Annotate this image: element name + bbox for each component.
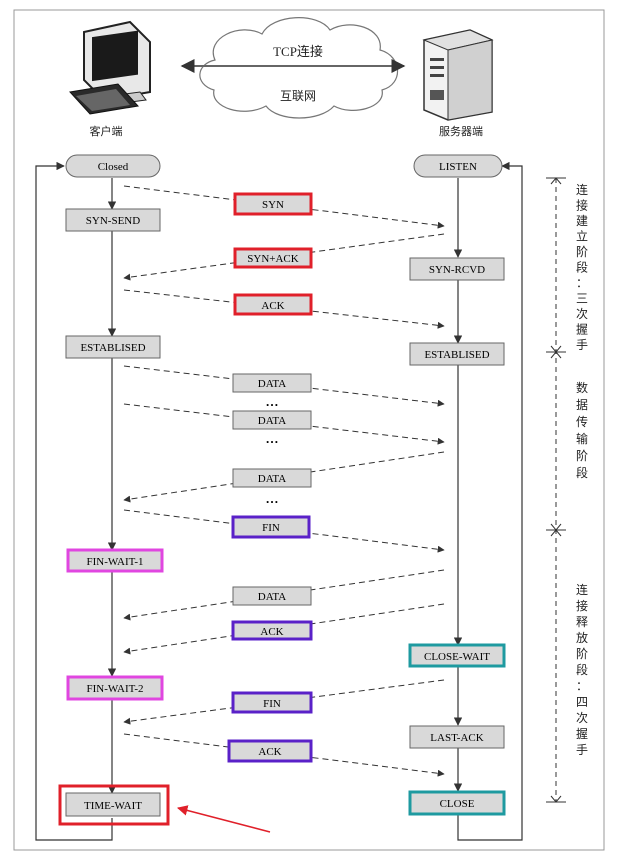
computer-icon — [69, 20, 151, 115]
msg-data-1: DATA — [232, 373, 312, 393]
connect-phase-char: 手 — [576, 338, 588, 352]
release-phase-char: 次 — [576, 711, 588, 725]
svg-text:CLOSE: CLOSE — [440, 798, 475, 810]
svg-text:FIN: FIN — [262, 522, 280, 534]
state-server-listen: LISTEN — [413, 154, 503, 178]
release-phase-char: 释 — [576, 615, 588, 629]
connect-phase-char: 接 — [576, 198, 588, 213]
connect-phase-char: ： — [576, 276, 588, 290]
server-icon — [422, 29, 494, 121]
cloud-top-label: TCP连接 — [273, 44, 323, 59]
cloud-bottom-label: 互联网 — [280, 89, 316, 103]
svg-text:ACK: ACK — [258, 746, 281, 758]
connect-phase-char: 握 — [576, 322, 588, 337]
state-client-fin-wait-1: FIN-WAIT-1 — [66, 548, 164, 573]
svg-text:LISTEN: LISTEN — [439, 161, 477, 173]
svg-text:FIN-WAIT-2: FIN-WAIT-2 — [86, 683, 143, 695]
release-phase-char: 握 — [576, 726, 588, 741]
state-server-syn-rcvd: SYN-RCVD — [409, 257, 505, 281]
state-server-last-ack: LAST-ACK — [409, 725, 505, 749]
svg-text:SYN-RCVD: SYN-RCVD — [429, 264, 485, 276]
msg-ack-1: ACK — [233, 293, 313, 316]
phase-brackets — [546, 177, 566, 803]
svg-text:FIN: FIN — [263, 698, 281, 710]
svg-text:Closed: Closed — [98, 161, 129, 173]
state-client-time-wait: TIME-WAIT — [58, 784, 170, 826]
svg-text:DATA: DATA — [258, 473, 287, 485]
msg-data-3: DATA — [232, 468, 312, 488]
connect-phase-char: 阶 — [576, 245, 588, 259]
release-phase-char: 手 — [576, 743, 588, 757]
state-client-established: ESTABLISED — [65, 335, 161, 359]
svg-text:LAST-ACK: LAST-ACK — [430, 732, 483, 744]
release-phase-char: 段 — [576, 662, 588, 677]
svg-text:ACK: ACK — [260, 626, 283, 638]
svg-text:FIN-WAIT-1: FIN-WAIT-1 — [86, 556, 143, 568]
msg-syn: SYN — [233, 192, 313, 216]
connect-phase-char: 立 — [576, 229, 588, 244]
state-client-closed: Closed — [65, 154, 161, 178]
transfer-phase-char: 输 — [576, 431, 588, 446]
transfer-phase-char: 段 — [576, 465, 588, 480]
connect-phase-char: 建 — [576, 214, 588, 228]
connect-phase-char: 次 — [576, 307, 588, 321]
red-pointer-arrow — [176, 805, 271, 833]
release-phase-char: 阶 — [576, 647, 588, 661]
msg-ellipsis-2: … — [266, 431, 279, 446]
release-phase-char: 四 — [576, 695, 588, 709]
state-server-close-wait: CLOSE-WAIT — [408, 643, 506, 668]
msg-ack-3: ACK — [227, 739, 313, 763]
msg-data-4: DATA — [232, 586, 312, 606]
svg-text:ESTABLISED: ESTABLISED — [424, 349, 489, 361]
outer-frame — [13, 9, 605, 851]
svg-text:DATA: DATA — [258, 415, 287, 427]
msg-fin-1: FIN — [231, 515, 311, 539]
msg-fin-2: FIN — [231, 691, 313, 714]
release-phase-char: 接 — [576, 598, 588, 613]
transfer-phase-char: 阶 — [576, 449, 588, 463]
server-label: 服务器端 — [439, 125, 483, 138]
state-server-established: ESTABLISED — [409, 342, 505, 366]
svg-text:SYN: SYN — [262, 199, 284, 211]
svg-text:TIME-WAIT: TIME-WAIT — [84, 800, 142, 812]
connect-phase-char: 段 — [576, 260, 588, 275]
client-label: 客户端 — [90, 124, 123, 138]
msg-ellipsis-1: … — [266, 394, 279, 409]
transfer-phase-char: 数 — [576, 380, 588, 395]
msg-syn-ack: SYN+ACK — [233, 247, 313, 269]
svg-text:DATA: DATA — [258, 591, 287, 603]
svg-text:ACK: ACK — [261, 300, 284, 312]
release-phase-char: ： — [576, 679, 588, 693]
svg-text:SYN+ACK: SYN+ACK — [247, 253, 298, 265]
msg-ellipsis-3: … — [266, 491, 279, 506]
transfer-phase-char: 传 — [576, 414, 588, 429]
svg-text:DATA: DATA — [258, 378, 287, 390]
svg-text:SYN-SEND: SYN-SEND — [86, 215, 140, 227]
server-timeline — [453, 161, 523, 841]
connect-phase-char: 三 — [576, 292, 588, 306]
state-server-close: CLOSE — [408, 790, 506, 816]
svg-text:ESTABLISED: ESTABLISED — [80, 342, 145, 354]
release-phase-char: 放 — [576, 630, 588, 645]
release-phase-char: 连 — [576, 582, 588, 597]
connect-phase-char: 连 — [576, 182, 588, 197]
msg-data-2: DATA — [232, 410, 312, 430]
msg-ack-2: ACK — [231, 620, 313, 641]
transfer-phase-char: 据 — [576, 398, 588, 412]
state-client-syn-send: SYN-SEND — [65, 208, 161, 232]
state-client-fin-wait-2: FIN-WAIT-2 — [66, 675, 164, 701]
client-timeline — [35, 161, 117, 841]
svg-text:CLOSE-WAIT: CLOSE-WAIT — [424, 651, 490, 663]
